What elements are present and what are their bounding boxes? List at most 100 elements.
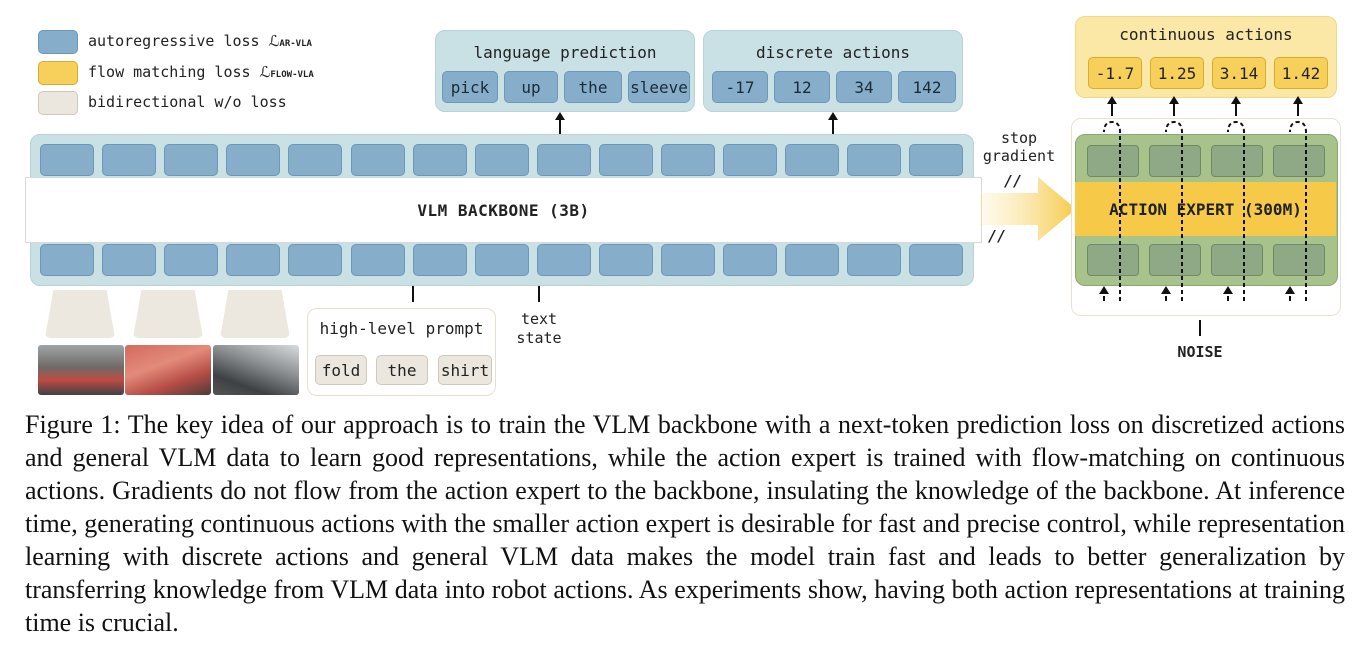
continuous-action-token: 1.25 <box>1150 57 1204 89</box>
backbone-token <box>909 244 964 276</box>
prompt-tick <box>412 286 414 302</box>
backbone-token <box>661 144 715 176</box>
figure-caption: Figure 1: The key idea of our approach i… <box>25 408 1345 639</box>
arrow-head-icon <box>1107 96 1117 104</box>
noise-label: NOISE <box>1177 343 1223 361</box>
legend-label-flow-matching: flow matching loss ℒFLOW-VLA <box>88 63 314 81</box>
backbone-token <box>40 244 94 276</box>
stop-gradient-arrow-icon <box>980 177 1076 241</box>
arrow-up-icon <box>555 112 565 134</box>
action-expert-token <box>1273 244 1325 276</box>
backbone-token <box>474 144 529 176</box>
text-state-tick <box>538 286 540 302</box>
prompt-token: the <box>376 355 428 385</box>
arrow-head-icon <box>1293 96 1303 104</box>
language-token: the <box>564 71 622 103</box>
backbone-token <box>847 244 902 276</box>
denoise-loop-icon <box>1103 120 1121 301</box>
denoise-loop-icon <box>1165 120 1183 301</box>
backbone-token <box>909 144 964 176</box>
arrow-head-icon <box>1231 96 1241 104</box>
discrete-action-token: 142 <box>898 71 956 103</box>
language-prediction-title: language prediction <box>473 43 657 62</box>
backbone-token <box>536 244 591 276</box>
backbone-token <box>350 244 405 276</box>
backbone-token <box>102 244 157 276</box>
backbone-token <box>474 244 529 276</box>
discrete-action-token: -17 <box>712 71 768 103</box>
action-expert-loop-arrows <box>1099 96 1307 301</box>
backbone-token <box>536 144 591 176</box>
language-token: pick <box>442 71 498 103</box>
image-token-placeholder <box>133 290 203 338</box>
camera-image-wrist-right <box>213 345 299 395</box>
language-token: up <box>504 71 558 103</box>
image-token-placeholder <box>45 290 115 338</box>
high-level-prompt-title: high-level prompt <box>319 319 484 338</box>
figure-label: Figure 1: <box>25 410 121 439</box>
backbone-token <box>412 244 467 276</box>
action-expert-token <box>1273 145 1325 177</box>
discrete-actions-panel: discrete actions -17 12 34 142 <box>703 30 963 112</box>
backbone-token <box>164 144 219 176</box>
language-prediction-panel: language prediction pick up the sleeve <box>435 30 695 112</box>
backbone-token <box>226 144 281 176</box>
prompt-token: fold <box>315 355 367 385</box>
denoise-loop-icon <box>1227 120 1245 301</box>
backbone-token <box>412 144 467 176</box>
action-expert-label: ACTION EXPERT (300M) <box>1075 182 1336 236</box>
backbone-token <box>598 244 653 276</box>
continuous-action-token: 1.42 <box>1274 57 1328 89</box>
legend-swatch-flow-matching <box>38 61 78 85</box>
backbone-token <box>661 244 715 276</box>
backbone-token <box>288 244 343 276</box>
action-expert-token <box>1211 244 1263 276</box>
vlm-backbone-label: VLM BACKBONE (3B) <box>25 177 982 243</box>
backbone-token <box>40 144 94 176</box>
loop-arrow-head-icon <box>1285 286 1295 294</box>
denoise-loop-icon <box>1289 120 1307 301</box>
noise-tick <box>1199 320 1201 336</box>
discrete-action-token: 34 <box>836 71 892 103</box>
discrete-action-token: 12 <box>774 71 830 103</box>
language-token: sleeve <box>628 71 690 103</box>
action-expert-token <box>1087 244 1139 276</box>
backbone-token <box>164 244 219 276</box>
loop-arrow-head-icon <box>1161 286 1171 294</box>
action-expert-token <box>1211 145 1263 177</box>
loop-arrow-head-icon <box>1223 286 1233 294</box>
continuous-action-token: 3.14 <box>1212 57 1266 89</box>
legend-label-autoregressive: autoregressive loss ℒAR-VLA <box>88 32 312 50</box>
figure-caption-text: The key idea of our approach is to train… <box>25 410 1346 637</box>
camera-image-wrist-left <box>125 345 211 395</box>
high-level-prompt-panel: high-level prompt fold the shirt <box>307 308 496 396</box>
backbone-token <box>785 244 840 276</box>
image-token-placeholder <box>220 290 290 338</box>
continuous-actions-title: continuous actions <box>1119 25 1293 44</box>
stop-gradient-mark-top: // <box>1004 172 1023 190</box>
legend-label-bidirectional: bidirectional w/o loss <box>88 93 287 111</box>
discrete-actions-title: discrete actions <box>755 43 911 62</box>
legend-swatch-bidirectional <box>38 91 78 115</box>
legend-swatch-autoregressive <box>38 30 78 54</box>
backbone-token <box>847 144 902 176</box>
backbone-token <box>226 244 281 276</box>
backbone-token <box>288 144 343 176</box>
arrow-up-icon <box>828 112 838 134</box>
action-expert-token <box>1149 244 1201 276</box>
arrow-head-icon <box>1169 96 1179 104</box>
backbone-token <box>785 144 840 176</box>
continuous-actions-panel: continuous actions -1.7 1.25 3.14 1.42 <box>1075 16 1337 98</box>
stop-gradient-mark-bottom: // <box>988 227 1007 245</box>
camera-image-base <box>38 345 124 395</box>
prompt-token: shirt <box>438 355 492 385</box>
action-expert-token <box>1087 145 1139 177</box>
backbone-token <box>723 244 778 276</box>
backbone-token <box>598 144 653 176</box>
backbone-token <box>723 144 778 176</box>
backbone-token <box>350 144 405 176</box>
loop-arrow-head-icon <box>1099 286 1109 294</box>
action-expert-token <box>1149 145 1201 177</box>
